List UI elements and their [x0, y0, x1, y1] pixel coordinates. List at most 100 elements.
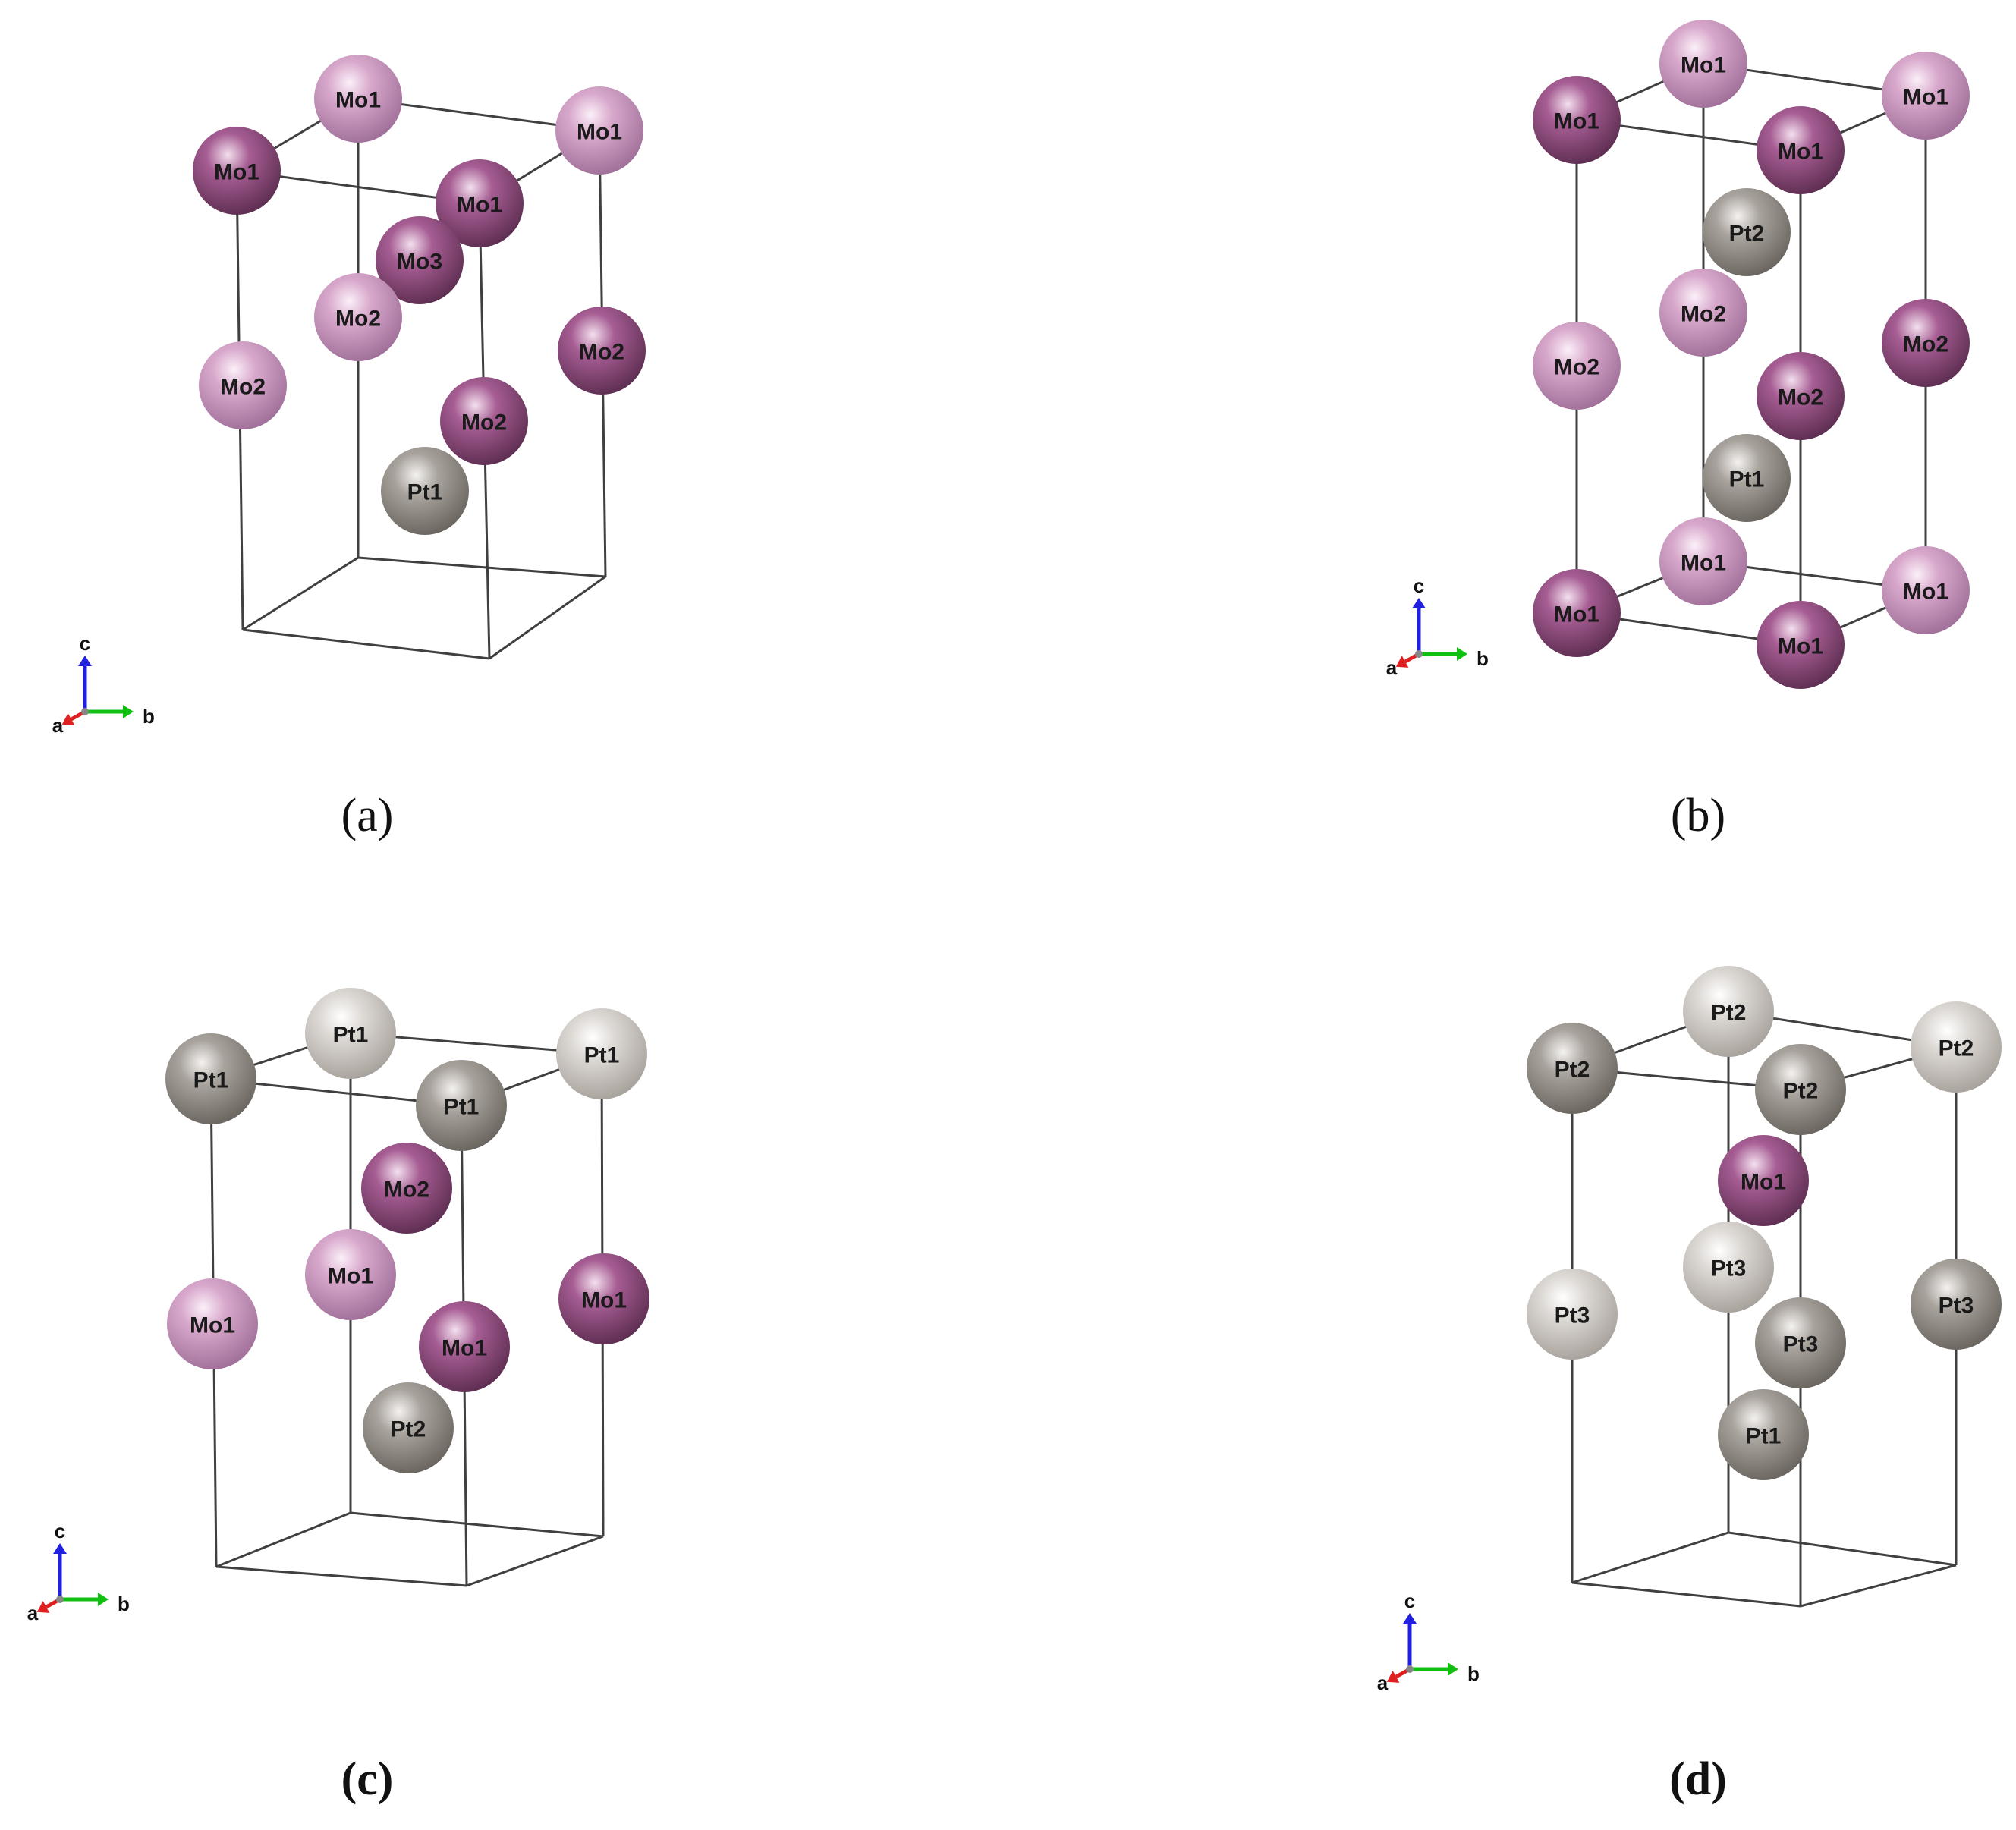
axis-origin: [1406, 1665, 1414, 1673]
atom-sphere: [1882, 52, 1970, 140]
axis-label-c: c: [80, 632, 90, 655]
atom-sphere: [1911, 1001, 2002, 1093]
atom-label: Mo2: [335, 307, 381, 332]
atom-pt3: Pt3: [1755, 1297, 1846, 1388]
atom-mo1: Mo1: [1659, 20, 1747, 108]
atom-label: Mo1: [457, 193, 502, 218]
atom-pt1: Pt1: [416, 1060, 507, 1151]
atom-pt2: Pt2: [1527, 1023, 1618, 1114]
atom-label: Mo1: [1903, 85, 1948, 110]
atom-pt3: Pt3: [1683, 1222, 1774, 1313]
atom-label: Pt1: [407, 480, 443, 505]
atom-sphere: [1882, 546, 1970, 634]
atom-mo1: Mo1: [314, 55, 402, 143]
atom-mo1: Mo1: [1757, 106, 1845, 194]
axis-c-head: [78, 656, 92, 666]
atom-label: Mo1: [1554, 109, 1599, 134]
axis-label-b: b: [1467, 1662, 1480, 1685]
panel-caption: (c): [341, 1753, 394, 1805]
atom-mo2: Mo2: [1757, 352, 1845, 440]
axis-label-a: a: [1377, 1671, 1389, 1694]
atom-label: Mo1: [1741, 1170, 1786, 1195]
atom-sphere: [440, 377, 528, 465]
atom-label: Mo2: [579, 340, 624, 365]
atom-sphere: [555, 86, 643, 175]
axis-b-head: [98, 1593, 109, 1606]
atom-sphere: [305, 1229, 396, 1320]
atom-pt2: Pt2: [1755, 1044, 1846, 1135]
cell-edge: [1571, 1531, 1729, 1584]
axis-label-a: a: [27, 1602, 39, 1624]
atom-label: Mo2: [1903, 332, 1948, 357]
atom-label: Pt1: [444, 1095, 480, 1120]
atom-mo3: Mo3: [376, 216, 464, 304]
atom-sphere: [1718, 1389, 1809, 1480]
atom-sphere: [1527, 1023, 1618, 1114]
atom-label: Mo2: [1554, 355, 1599, 380]
atom-mo2: Mo2: [558, 307, 646, 395]
atom-label: Mo1: [577, 120, 622, 145]
atom-mo1: Mo1: [1718, 1135, 1809, 1226]
atom-mo2: Mo2: [314, 273, 402, 361]
atom-label: Pt1: [193, 1068, 229, 1093]
atom-mo1: Mo1: [193, 127, 281, 215]
atom-mo1: Mo1: [1533, 569, 1621, 657]
atom-mo1: Mo1: [1882, 52, 1970, 140]
atom-label: Pt2: [1711, 1001, 1747, 1026]
axis-label-b: b: [118, 1593, 130, 1615]
atom-label: Mo2: [1778, 385, 1823, 410]
axis-c-head: [1412, 598, 1426, 608]
atom-pt2: Pt2: [1683, 966, 1774, 1057]
axis-label-b: b: [1477, 647, 1489, 670]
atom-sphere: [1683, 966, 1774, 1057]
atom-mo1: Mo1: [558, 1253, 649, 1344]
atom-label: Mo1: [1554, 602, 1599, 627]
atom-label: Mo2: [461, 410, 507, 435]
atom-sphere: [314, 273, 402, 361]
axis-a-head: [1395, 656, 1409, 668]
atom-mo2: Mo2: [361, 1143, 452, 1234]
atom-sphere: [1757, 106, 1845, 194]
atom-sphere: [361, 1143, 452, 1234]
atom-label: Pt3: [1711, 1256, 1747, 1281]
atom-label: Pt3: [1555, 1303, 1590, 1328]
atom-label: Pt1: [1729, 467, 1765, 492]
atom-label: Mo1: [1778, 140, 1823, 165]
atom-sphere: [1533, 76, 1621, 164]
cell-edge: [242, 556, 359, 631]
panels-root: Mo1Mo1Mo1Mo1Mo3Mo2Mo2Mo2Mo2Pt1cba(a)Mo1M…: [27, 20, 2002, 1805]
atom-mo1: Mo1: [305, 1229, 396, 1320]
cell-edge: [357, 556, 606, 578]
cell-edge: [1571, 1581, 1801, 1608]
atom-sphere: [193, 127, 281, 215]
panel-b: Mo1Mo1Mo1Mo1Pt2Mo2Mo2Mo2Mo2Pt1Mo1Mo1Mo1M…: [1386, 20, 1970, 841]
cell-edge: [466, 1535, 604, 1587]
atom-sphere: [1757, 352, 1845, 440]
atom-sphere: [1659, 269, 1747, 357]
atom-label: Pt2: [391, 1417, 426, 1442]
atom-sphere: [1755, 1044, 1846, 1135]
atom-label: Pt1: [333, 1023, 369, 1048]
atom-label: Pt2: [1939, 1036, 1974, 1061]
atom-sphere: [1755, 1297, 1846, 1388]
atom-sphere: [558, 1253, 649, 1344]
cell-edge: [489, 575, 606, 660]
atom-sphere: [314, 55, 402, 143]
axis-b-head: [1448, 1662, 1458, 1676]
unit-cell-frame: [209, 1032, 605, 1587]
axis-label-c: c: [1404, 1589, 1415, 1612]
unit-cell-frame: [235, 97, 607, 660]
atom-mo1: Mo1: [555, 86, 643, 175]
axis-a-head: [36, 1601, 50, 1613]
atom-label: Mo1: [328, 1264, 373, 1289]
atom-label: Pt1: [1746, 1424, 1782, 1449]
atom-pt1: Pt1: [381, 447, 469, 535]
unit-cell-frame: [1575, 62, 1927, 646]
cell-edge: [215, 1511, 351, 1568]
atom-pt3: Pt3: [1911, 1259, 2002, 1350]
